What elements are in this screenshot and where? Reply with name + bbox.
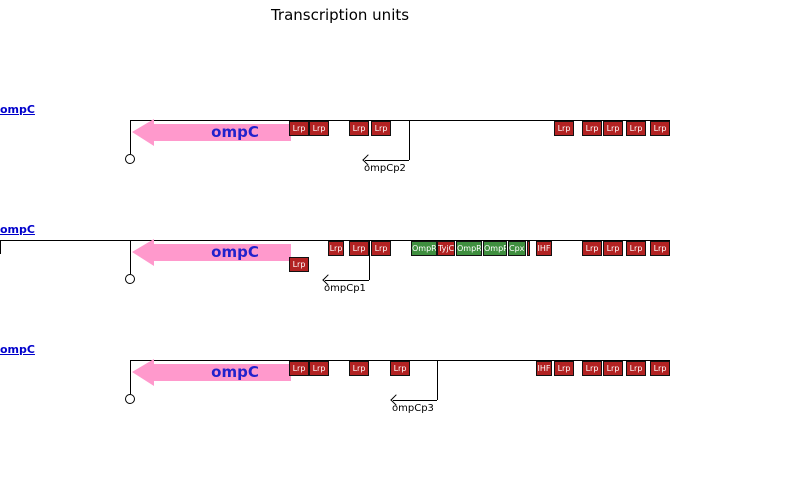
- dna-line-tick: [0, 240, 1, 254]
- binding-site[interactable]: Lrp: [328, 241, 344, 256]
- promoter-label[interactable]: ompCp3: [392, 403, 434, 414]
- binding-site[interactable]: Lrp: [626, 121, 646, 136]
- binding-site[interactable]: Lrp: [582, 361, 602, 376]
- binding-site[interactable]: Lrp: [603, 241, 623, 256]
- binding-site[interactable]: OmpR: [483, 241, 507, 256]
- promoter-stem: [369, 240, 370, 280]
- binding-site[interactable]: Lrp: [371, 121, 391, 136]
- transcription-unit-link[interactable]: ompC: [0, 103, 35, 116]
- transcription-unit-link[interactable]: ompC: [0, 343, 35, 356]
- binding-site[interactable]: Lrp: [349, 241, 369, 256]
- promoter-stem: [409, 120, 410, 160]
- transcription-unit-link[interactable]: ompC: [0, 223, 35, 236]
- gene-arrow-icon[interactable]: [132, 239, 292, 267]
- binding-site[interactable]: Lrp: [650, 241, 670, 256]
- promoter-label[interactable]: ompCp2: [364, 163, 406, 174]
- promoter-arrow-line: [325, 280, 369, 281]
- gene-label: ompC: [211, 243, 259, 261]
- promoter-stem: [437, 360, 438, 400]
- binding-site[interactable]: Lrp: [582, 241, 602, 256]
- binding-site[interactable]: IHF: [536, 361, 552, 376]
- binding-site[interactable]: Lrp: [650, 121, 670, 136]
- binding-site[interactable]: Lrp: [289, 257, 309, 272]
- promoter-arrow-line: [365, 160, 409, 161]
- binding-site[interactable]: IHF: [536, 241, 552, 256]
- binding-site[interactable]: Lrp: [554, 121, 574, 136]
- promoter-label[interactable]: ompCp1: [324, 283, 366, 294]
- binding-site[interactable]: Lrp: [603, 361, 623, 376]
- binding-site[interactable]: Lrp: [554, 361, 574, 376]
- binding-site[interactable]: Lrp: [390, 361, 410, 376]
- binding-site[interactable]: Lrp: [626, 361, 646, 376]
- binding-site[interactable]: CpxR: [508, 241, 526, 256]
- dna-line: [0, 240, 670, 241]
- binding-site[interactable]: Lrp: [289, 361, 309, 376]
- binding-site[interactable]: OmpR: [456, 241, 482, 256]
- terminator-stem: [130, 120, 131, 154]
- binding-site[interactable]: Lrp: [582, 121, 602, 136]
- binding-site[interactable]: OmpR: [411, 241, 437, 256]
- gene-arrow-icon[interactable]: [132, 359, 292, 387]
- binding-site[interactable]: TyjC: [437, 241, 455, 256]
- binding-site[interactable]: Lrp: [626, 241, 646, 256]
- binding-site[interactable]: Lrp: [349, 121, 369, 136]
- binding-site[interactable]: Lrp: [603, 121, 623, 136]
- gene-label: ompC: [211, 123, 259, 141]
- gene-label: ompC: [211, 363, 259, 381]
- dna-line: [130, 360, 670, 361]
- binding-site[interactable]: Lrp: [309, 361, 329, 376]
- dna-line: [130, 120, 670, 121]
- promoter-arrow-line: [393, 400, 437, 401]
- terminator-stem: [130, 240, 131, 274]
- binding-site[interactable]: Lrp: [349, 361, 369, 376]
- binding-site[interactable]: Lrp: [650, 361, 670, 376]
- binding-site[interactable]: Lrp: [289, 121, 309, 136]
- binding-site[interactable]: [527, 241, 530, 256]
- terminator-circle-icon: [125, 154, 135, 164]
- page-title: Transcription units: [270, 6, 410, 24]
- gene-arrow-icon[interactable]: [132, 119, 292, 147]
- terminator-circle-icon: [125, 274, 135, 284]
- binding-site[interactable]: Lrp: [371, 241, 391, 256]
- terminator-circle-icon: [125, 394, 135, 404]
- binding-site[interactable]: Lrp: [309, 121, 329, 136]
- terminator-stem: [130, 360, 131, 394]
